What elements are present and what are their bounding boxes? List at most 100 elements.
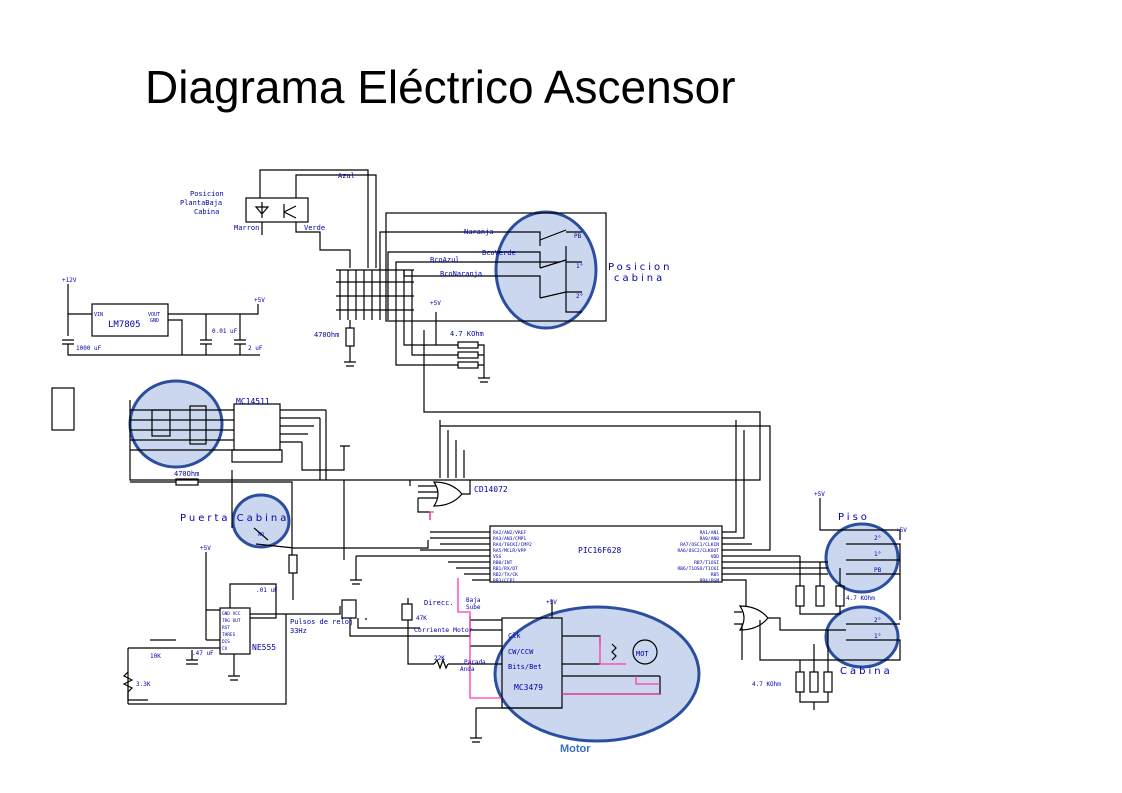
pic-right-pin-8: RB4/PGM [700,578,720,584]
label-anda: Anda [460,666,475,673]
ne-pin-5: CV [222,646,228,652]
label-posicion-pb-3: Cabina [194,208,219,216]
label-r-470b: 470Ohm [174,470,199,478]
label-5v-ne: +5V [200,545,211,552]
label-lm-gnd: GND [150,318,159,324]
label-verde: Verde [304,224,325,232]
ne-pin-3: THRES [222,632,236,638]
label-naranja: Naranja [464,228,494,236]
label-mot: MOT [636,650,649,658]
labels: Posicion PlantaBaja Cabina Marron Verde … [62,172,907,755]
highlight-motor [493,605,701,743]
pic-left-pin-2: RA4/T0CKI/CMP2 [493,542,532,548]
label-posicion-pb-1: Posicion [190,190,224,198]
label-5v-lm: +5V [254,297,265,304]
pic-left-pin-1: RA3/AN3/CMP1 [493,536,526,542]
ne-pin-1: TRG OUT [222,618,241,624]
label-sube: Sube [466,604,481,611]
pic-right-pin-0: RA1/AN1 [700,530,720,536]
label-pulsos-reloj: Pulsos de reloj [290,618,353,626]
label-corriente-motor: Corriente Motor [414,626,473,634]
label-posicion-pb-2: PlantaBaja [180,199,222,207]
label-bco-naranja: BcoNaranja [440,270,482,278]
label-p1-piso: 1° [874,551,881,558]
label-c-001: 0.01 uF [212,328,238,335]
label-c-047: .47 uF [192,650,214,657]
ne-pin-0: GND VCC [222,611,241,617]
highlight-cabina [824,605,900,669]
pic-left-pin-3: RA5/MCLR/VPP [493,548,526,554]
label-pic: PIC16F628 [578,546,622,555]
pink-wires [429,511,660,699]
mc-pin-bits: Bits/Bet [508,663,542,671]
highlight-display [128,379,224,469]
pic-right-pin-7: RB5 [711,572,720,578]
pic-left-pin-5: RB0/INT [493,560,513,566]
label-p2-piso: 2° [874,535,881,542]
label-posicion-cabina-2: cabina [614,273,665,284]
ne-pin-2: RST [222,625,230,631]
pic-right-pin-1: RA0/AN0 [700,536,720,542]
label-r-47k-top: 4.7 KOhm [450,330,484,338]
pic-left-pin-6: RB1/RX/DT [493,566,518,572]
label-ne555: NE555 [252,643,276,652]
label-baja: Baja [466,597,481,604]
label-r-47k-bottom: 4.7 KOhm [752,681,781,688]
pic-right-pin-4: VDD [711,554,720,560]
label-motor: Motor [560,743,591,755]
label-no: NO [258,532,264,538]
pic-right-pin-5: RB7/T1OSI [694,560,719,566]
label-p2-top: 2° [576,293,583,300]
wires [51,169,901,743]
label-r-47k: 47K [416,615,427,622]
pic-right-pin-6: RB6/T1OSO/T1CKI [678,566,720,572]
pic-right-pin-3: RA6/OSC2/CLKOUT [678,548,720,554]
highlight-posicion-cabina [494,210,598,330]
label-bco-verde: BcoVerde [482,249,516,257]
label-r-470a: 470Ohm [314,331,339,339]
label-marron: Marron [234,224,259,232]
label-lm7805: LM7805 [108,320,141,330]
label-hz: 33Hz [290,627,307,635]
label-piso: Piso [838,512,870,523]
label-c-001b: .01 uF [256,587,278,594]
label-azul: Azul [338,172,355,180]
pic-left-pin-8: RB3/CCP1 [493,578,515,584]
label-c-2: 2 uF [248,345,263,352]
label-p1-cabina: 1° [874,633,881,640]
pic-right-pin-2: RA7/OSC1/CLKIN [680,542,719,548]
pic-left-pin-7: RB2/TX/CK [493,572,518,578]
label-5v-top: +5V [430,300,441,307]
label-pb-top: PB [574,233,582,240]
label-r-33k: 3.3K [136,681,151,688]
label-5v-far-right: +5V [896,527,907,534]
label-p1-top: 1° [576,263,583,270]
label-lm-vin: VIN [94,312,103,318]
label-5v-right: +5V [814,491,825,498]
label-bco-azul: BcoAzul [430,256,460,264]
label-parada: Parada [464,659,486,666]
mc-pin-cw: CW/CCW [508,648,534,656]
pic-left-pin-0: RA2/AN2/VREF [493,530,526,536]
label-cabina: Cabina [840,666,893,677]
highlight-piso [824,522,900,594]
slide-title: Diagrama Eléctrico Ascensor [145,61,736,113]
label-r-10k: 10K [150,653,161,660]
mc-pin-clk: Clk [508,632,521,640]
pic-left-pin-4: VSS [493,554,502,560]
label-posicion-cabina-1: Posicion [608,262,673,273]
ne-pin-4: DIS [222,639,230,645]
label-mc3479: MC3479 [514,683,543,692]
highlight-puerta [231,493,291,549]
label-12v: +12V [62,277,77,284]
label-cd14072: CD14072 [474,485,508,494]
label-5v-mc: +5V [546,599,557,606]
label-pb-piso: PB [874,567,882,574]
label-r-22k: 22K [434,655,445,662]
label-p2-cabina: 2° [874,617,881,624]
label-mc14511: MC14511 [236,397,270,406]
label-puerta-cabina: Puerta Cabina [180,513,289,524]
highlight-regions [128,210,900,743]
label-c-1000: 1000 uF [76,345,102,352]
